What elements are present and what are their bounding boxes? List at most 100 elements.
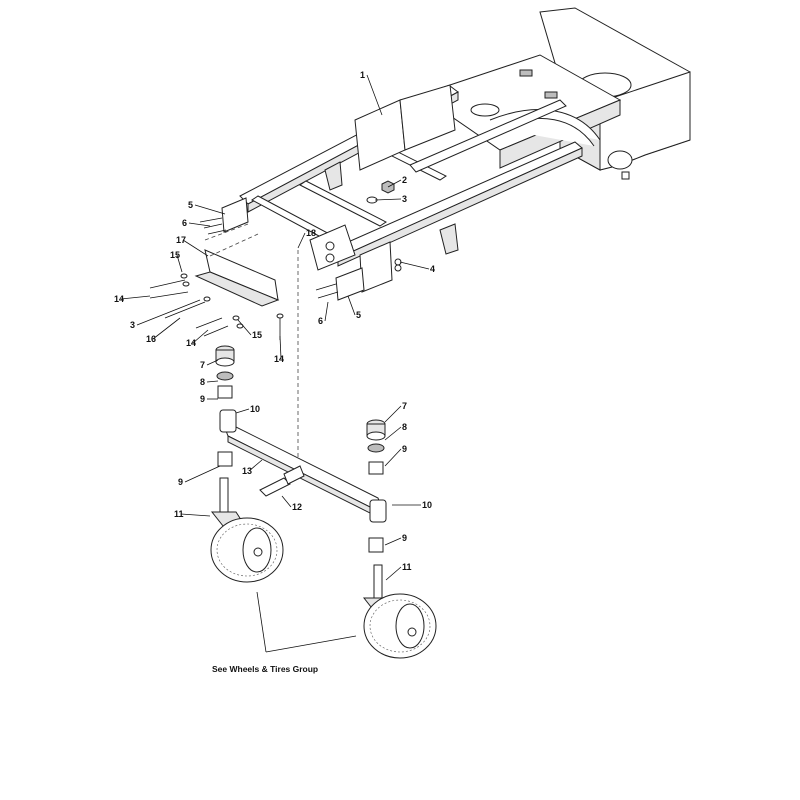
callout-number: 9 (402, 444, 407, 454)
callout-leader (324, 301, 329, 322)
callout-c8a: 8 (200, 377, 219, 387)
callout-c14c: 14 (274, 335, 284, 364)
callout-number: 16 (146, 334, 156, 344)
callout-leader (399, 261, 430, 270)
callout-leader (192, 329, 209, 344)
note-leaders (256, 591, 357, 653)
callout-c15b: 15 (237, 319, 262, 340)
callout-number: 9 (200, 394, 205, 404)
callout-c14b: 14 (186, 329, 209, 348)
callout-leader (176, 254, 183, 273)
callout-c7b: 7 (384, 401, 407, 423)
callout-leader (279, 335, 282, 360)
callout-leader (152, 317, 181, 340)
callout-c7a: 7 (200, 359, 219, 370)
callout-number: 6 (182, 218, 187, 228)
callout-leader (120, 295, 151, 300)
callout-leader (206, 359, 219, 366)
callout-c18: 18 (297, 228, 316, 249)
callout-number: 11 (174, 509, 184, 519)
callout-c9c: 9 (178, 465, 221, 487)
callout-c1: 1 (360, 70, 383, 116)
callout-leader (384, 537, 402, 546)
callout-number: 7 (402, 401, 407, 411)
callout-c9b: 9 (384, 444, 407, 467)
callout-leader (182, 239, 209, 257)
callout-c16: 16 (146, 317, 181, 344)
callout-number: 4 (430, 264, 435, 274)
callout-c11b: 11 (385, 562, 412, 581)
front-axle-assembly (215, 345, 387, 553)
callout-leader (136, 299, 201, 326)
callout-leader (385, 566, 402, 581)
callout-c4: 4 (399, 261, 435, 274)
callout-leader (374, 198, 402, 201)
callout-c10a: 10 (235, 404, 260, 414)
callout-number: 14 (114, 294, 124, 304)
callout-leader (184, 465, 221, 483)
callout-c3b: 3 (130, 299, 201, 330)
callout-leader (387, 179, 402, 188)
callout-c9d: 9 (384, 533, 407, 546)
callout-leader (366, 74, 383, 116)
wheels-tires-note: See Wheels & Tires Group (212, 664, 318, 674)
callout-number: 17 (176, 235, 186, 245)
callout-c3a: 3 (374, 194, 407, 204)
callout-leader (297, 232, 306, 249)
callout-number: 1 (360, 70, 365, 80)
callout-leader (281, 495, 292, 508)
callout-number: 11 (402, 562, 412, 572)
callout-c12: 12 (281, 495, 302, 512)
callout-number: 3 (402, 194, 407, 204)
callout-number: 10 (422, 500, 432, 510)
callout-leader (384, 448, 402, 467)
callout-number: 10 (250, 404, 260, 414)
right-caster-wheel (362, 564, 437, 659)
callout-number: 9 (402, 533, 407, 543)
callout-c5a: 5 (188, 200, 226, 215)
callout-leader (384, 405, 402, 423)
callout-number: 6 (318, 316, 323, 326)
callout-number: 14 (186, 338, 196, 348)
callout-c17: 17 (176, 235, 209, 257)
callout-number: 9 (178, 477, 183, 487)
callout-number: 12 (292, 502, 302, 512)
callout-c14a: 14 (114, 294, 151, 304)
callout-c9a: 9 (200, 394, 218, 404)
callout-leader (180, 513, 211, 517)
callout-c6b: 6 (318, 301, 329, 326)
callout-number: 7 (200, 360, 205, 370)
callout-number: 14 (274, 354, 284, 364)
main-frame (221, 7, 691, 301)
callout-leader (237, 319, 252, 336)
callout-c15a: 15 (170, 250, 183, 273)
callout-leader (194, 204, 226, 215)
callout-c8b: 8 (384, 422, 407, 441)
callout-number: 5 (356, 310, 361, 320)
callout-number: 15 (252, 330, 262, 340)
callout-leader (347, 295, 356, 316)
callout-leader (188, 222, 211, 227)
callout-c2: 2 (387, 175, 407, 188)
callout-c6a: 6 (182, 218, 211, 228)
callout-leader (206, 380, 219, 383)
callout-c11a: 11 (174, 509, 211, 519)
callout-number: 18 (306, 228, 316, 238)
callout-c10b: 10 (392, 500, 432, 510)
callout-number: 8 (402, 422, 407, 432)
callout-number: 2 (402, 175, 407, 185)
callout-leader (235, 408, 250, 414)
callout-c13: 13 (242, 459, 263, 476)
callout-number: 3 (130, 320, 135, 330)
callout-number: 13 (242, 466, 252, 476)
callout-number: 8 (200, 377, 205, 387)
left-caster-wheel (210, 477, 284, 583)
callout-leader (384, 426, 402, 441)
left-hardware (149, 217, 339, 480)
callout-number: 5 (188, 200, 193, 210)
callout-number: 15 (170, 250, 180, 260)
callout-leader (248, 459, 263, 472)
callout-c5b: 5 (347, 295, 361, 320)
